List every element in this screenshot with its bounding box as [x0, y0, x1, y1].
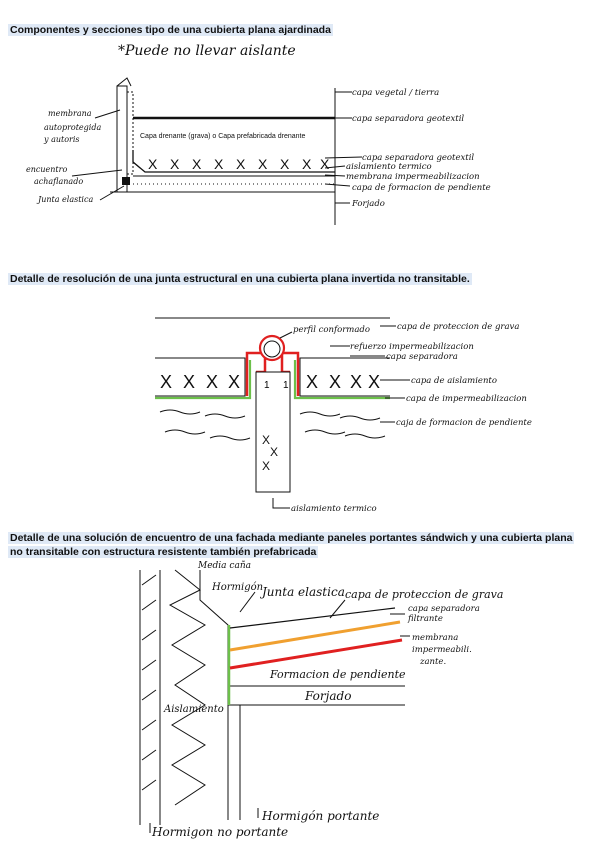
right-labels: capa vegetal / tierra capa separadora ge… [346, 88, 491, 209]
separator-left [155, 360, 252, 400]
joint-labels: perfil conformado capa de proteccion de … [291, 322, 532, 514]
chamfer-line [132, 161, 141, 169]
svg-text:X: X [350, 372, 362, 392]
svg-text:capa de aislamiento: capa de aislamiento [411, 376, 497, 386]
svg-text:capa de proteccion de grava: capa de proteccion de grava [397, 322, 519, 332]
svg-text:Hormigón portante: Hormigón portante [261, 809, 379, 823]
svg-text:capa separadora: capa separadora [386, 352, 458, 362]
slope-waves [159, 409, 386, 441]
membrane-upturn [126, 91, 134, 175]
svg-text:y autoris: y autoris [43, 135, 80, 144]
heading-sandwich-panel-line2: no transitable con estructura resistente… [8, 546, 319, 558]
heading-roof-garden: Componentes y secciones tipo de una cubi… [8, 24, 333, 36]
diagram-sandwich-panel: Media caña Hormigón Junta elastica capa … [139, 561, 503, 839]
svg-text:capa separadora geotextil: capa separadora geotextil [352, 114, 464, 124]
svg-text:Media caña: Media caña [197, 561, 251, 571]
drainage-layer-label: Capa drenante (grava) o Capa prefabricad… [140, 133, 305, 140]
svg-text:membrana: membrana [412, 633, 458, 643]
svg-text:membrana: membrana [48, 109, 92, 118]
svg-text:capa de impermeabilizacion: capa de impermeabilizacion [406, 394, 527, 404]
svg-text:X: X [214, 156, 224, 172]
svg-text:X: X [192, 156, 202, 172]
svg-text:capa vegetal / tierra: capa vegetal / tierra [352, 88, 439, 98]
svg-text:X: X [206, 372, 218, 392]
svg-text:X: X [306, 372, 318, 392]
joint-gap [255, 371, 291, 493]
svg-text:X: X [160, 372, 172, 392]
svg-text:X: X [302, 156, 312, 172]
svg-text:X: X [148, 156, 158, 172]
right-block [299, 357, 390, 397]
left-leader-lines [71, 109, 125, 201]
fachada-labels: Media caña Hormigón Junta elastica capa … [151, 561, 503, 839]
joint-mark-left: 1 [264, 380, 270, 391]
heading-structural-joint: Detalle de resolución de una junta estru… [8, 273, 472, 285]
left-block [155, 357, 246, 397]
svg-text:Junta elastica: Junta elastica [36, 195, 93, 204]
svg-text:Aislamiento: Aislamiento [163, 704, 224, 715]
inner-wall [199, 570, 229, 820]
svg-text:achaflanado: achaflanado [34, 177, 83, 186]
svg-text:Junta elastica: Junta elastica [259, 585, 345, 599]
joint-leader-lines [272, 325, 410, 509]
svg-text:X: X [270, 445, 278, 459]
svg-text:membrana impermeabilizacion: membrana impermeabilizacion [346, 172, 480, 182]
joint-mark-right: 1 [283, 380, 289, 391]
svg-text:aislamiento termico: aislamiento termico [346, 162, 432, 172]
svg-text:caja de formacion de pendiente: caja de formacion de pendiente [396, 418, 532, 428]
svg-text:capa separadora geotextil: capa separadora geotextil [362, 153, 474, 163]
svg-text:filtrante: filtrante [407, 614, 443, 624]
svg-text:X: X [368, 372, 380, 392]
right-leader-lines [324, 91, 363, 204]
svg-text:encuentro: encuentro [26, 165, 67, 174]
membrane-red [229, 638, 403, 670]
panel-hatching [139, 570, 161, 825]
svg-text:refuerzo impermeabilizacion: refuerzo impermeabilizacion [350, 342, 474, 352]
svg-text:zante.: zante. [419, 657, 446, 667]
svg-text:capa separadora: capa separadora [408, 604, 480, 614]
parapet-wall [116, 85, 128, 193]
svg-text:X: X [262, 433, 270, 447]
parapet-cap [116, 77, 132, 87]
svg-text:autoprotegida: autoprotegida [44, 123, 101, 132]
svg-text:X: X [258, 156, 268, 172]
svg-text:aislamiento termico: aislamiento termico [291, 504, 377, 514]
svg-text:X: X [228, 372, 240, 392]
svg-text:Forjado: Forjado [351, 199, 385, 209]
left-labels: membrana autoprotegida y autoris encuent… [26, 109, 101, 204]
svg-text:impermeabili.: impermeabili. [412, 645, 472, 655]
separator-right [293, 360, 390, 400]
svg-text:Hormigon no portante: Hormigon no portante [151, 825, 288, 839]
svg-text:perfil conformado: perfil conformado [293, 325, 370, 335]
svg-text:capa de proteccion de grava: capa de proteccion de grava [345, 588, 503, 601]
heading-sandwich-panel: Detalle de una solución de encuentro de … [8, 532, 575, 544]
separator-orange [229, 620, 401, 652]
elastic-joint [122, 177, 130, 185]
profile-circle-inner [263, 340, 281, 358]
note-text: *Puede no llevar aislante [118, 43, 296, 59]
insulation-zigzag [168, 569, 206, 806]
svg-text:X: X [329, 372, 341, 392]
protection-line [229, 607, 396, 629]
svg-text:X: X [320, 156, 330, 172]
joint-insulation: XXX [262, 433, 278, 473]
svg-text:capa de formacion de pendiente: capa de formacion de pendiente [352, 183, 491, 193]
svg-text:Hormigón: Hormigón [211, 582, 263, 593]
svg-text:X: X [236, 156, 246, 172]
svg-text:X: X [262, 459, 270, 473]
svg-text:X: X [170, 156, 180, 172]
svg-text:X: X [280, 156, 290, 172]
svg-text:Formacion de pendiente: Formacion de pendiente [269, 668, 406, 681]
fachada-leader-lines [149, 591, 410, 833]
svg-text:Forjado: Forjado [304, 689, 351, 703]
svg-text:X: X [183, 372, 195, 392]
diagram-roof-garden: *Puede no llevar aislante Capa drenante … [26, 43, 491, 225]
